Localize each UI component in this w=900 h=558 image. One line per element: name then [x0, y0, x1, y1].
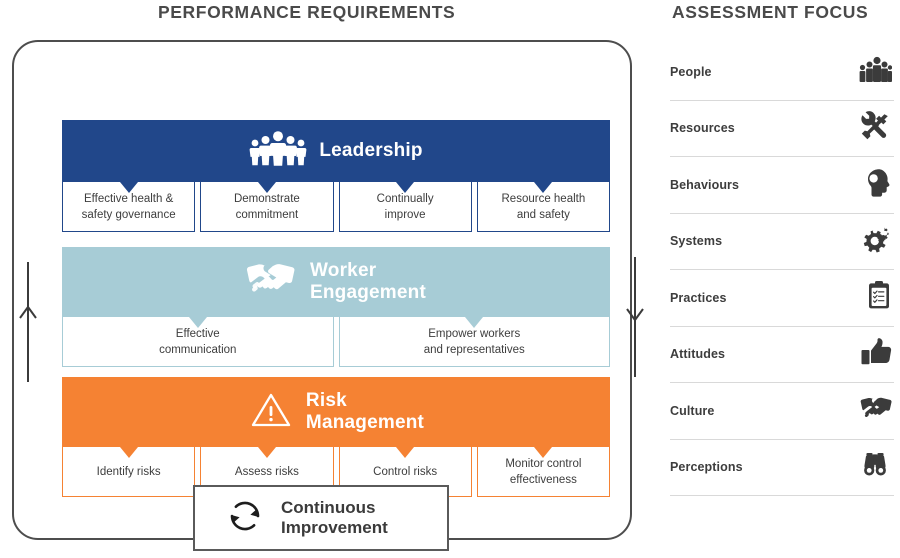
focus-label-behaviours: Behaviours: [670, 177, 740, 192]
requirement-monitor-control-effectiveness[interactable]: Monitor control effectiveness: [476, 447, 610, 498]
focus-row-resources[interactable]: Resources: [670, 101, 894, 157]
binoculars-icon: [858, 452, 892, 483]
band-risk-management: Risk Management Identify risks Assess ri…: [62, 377, 610, 498]
focus-row-systems[interactable]: Systems: [670, 214, 894, 270]
focus-row-attitudes[interactable]: Attitudes: [670, 327, 894, 383]
band-worker-engagement-title: Worker Engagement: [309, 259, 427, 303]
focus-label-systems: Systems: [670, 234, 723, 249]
band-leadership-header: Leadership: [62, 120, 610, 182]
focus-label-people: People: [670, 64, 712, 79]
band-risk-management-title: Risk Management: [305, 389, 425, 433]
hammer-wrench-icon: [860, 110, 892, 146]
head-brain-icon: [862, 167, 892, 202]
requirement-effective-health-safety-governance[interactable]: Effective health & safety governance: [62, 182, 196, 233]
handshake-icon: [246, 259, 298, 306]
focus-label-practices: Practices: [670, 290, 727, 305]
assessment-focus-list: People Resources Behaviours: [670, 44, 894, 496]
band-leadership: Leadership Effective health & safety gov…: [62, 120, 610, 233]
performance-requirements-container: Leadership Effective health & safety gov…: [12, 40, 644, 540]
band-risk-management-header: Risk Management: [62, 377, 610, 447]
focus-label-culture: Culture: [670, 403, 715, 418]
focus-row-people[interactable]: People: [670, 44, 894, 101]
continuous-improvement-label: Continuous Improvement: [281, 497, 388, 537]
focus-label-perceptions: Perceptions: [670, 460, 743, 475]
cycle-arrow-down-icon: [624, 257, 646, 377]
cycle-arrow-up-icon: [17, 262, 39, 382]
requirement-identify-risks[interactable]: Identify risks: [62, 447, 196, 498]
focus-label-attitudes: Attitudes: [670, 347, 726, 362]
gears-icon: [860, 224, 892, 259]
handshake-icon: [860, 395, 892, 426]
group-of-people-icon: [249, 129, 307, 174]
band-leadership-items: Effective health & safety governance Dem…: [62, 182, 610, 233]
focus-label-resources: Resources: [670, 121, 735, 136]
requirement-resource-health-and-safety[interactable]: Resource health and safety: [476, 182, 610, 233]
people-group-icon: [858, 55, 893, 88]
focus-row-behaviours[interactable]: Behaviours: [670, 157, 894, 214]
warning-triangle-icon: [248, 389, 294, 436]
requirement-empower-workers-and-representatives[interactable]: Empower workers and representatives: [338, 317, 610, 368]
band-worker-engagement: Worker Engagement Effective communicatio…: [62, 247, 610, 368]
focus-row-culture[interactable]: Culture: [670, 383, 894, 440]
page-title-assessment-focus: ASSESSMENT FOCUS: [672, 2, 869, 22]
continuous-improvement-box[interactable]: Continuous Improvement: [193, 485, 449, 551]
clipboard-checklist-icon: [866, 280, 892, 315]
band-worker-engagement-items: Effective communication Empower workers …: [62, 317, 610, 368]
focus-row-practices[interactable]: Practices: [670, 270, 894, 327]
thumbs-up-icon: [860, 337, 892, 372]
requirement-continually-improve[interactable]: Continually improve: [338, 182, 472, 233]
requirement-demonstrate-commitment[interactable]: Demonstrate commitment: [200, 182, 334, 233]
focus-row-perceptions[interactable]: Perceptions: [670, 440, 894, 496]
band-worker-engagement-header: Worker Engagement: [62, 247, 610, 317]
circular-arrows-icon: [223, 494, 267, 543]
requirement-effective-communication[interactable]: Effective communication: [62, 317, 334, 368]
page-title-performance-requirements: PERFORMANCE REQUIREMENTS: [158, 2, 456, 22]
band-leadership-title: Leadership: [319, 139, 423, 161]
